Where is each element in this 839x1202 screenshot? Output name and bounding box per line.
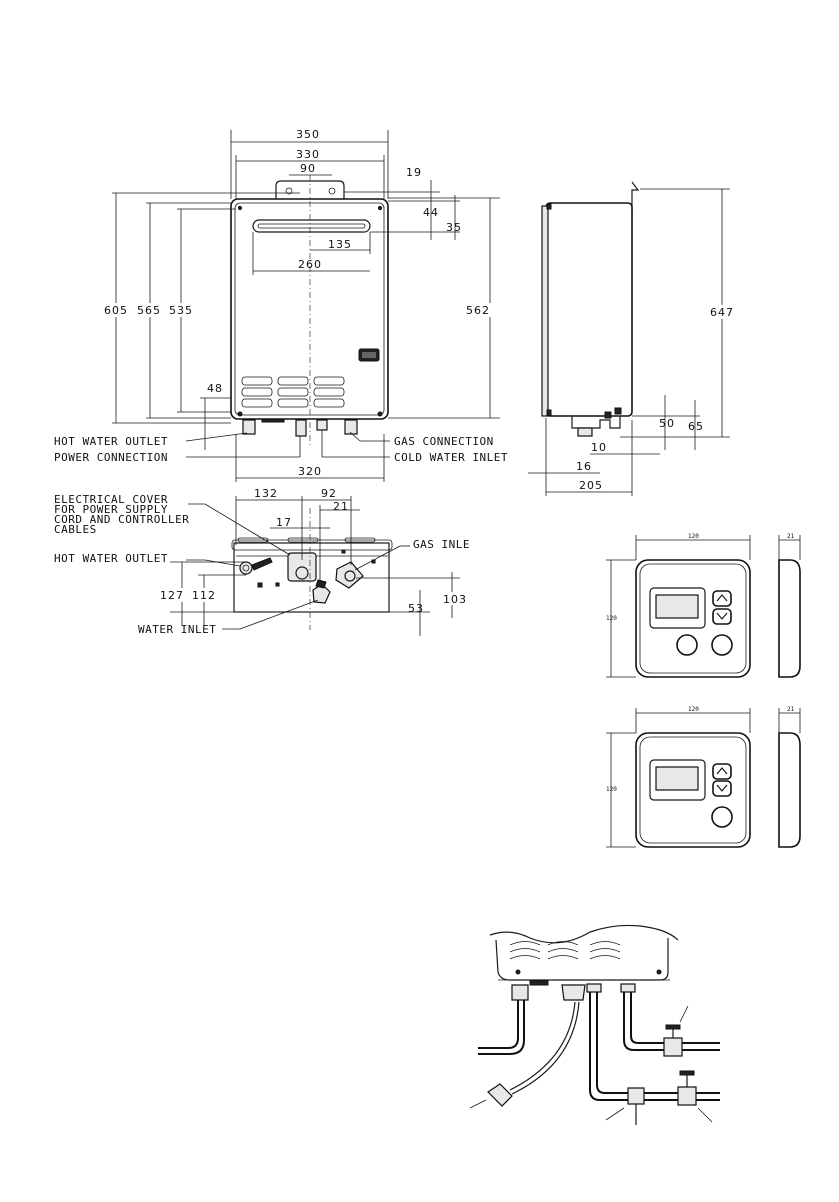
gas-inlet-fitting xyxy=(336,562,363,588)
dim-17: 17 xyxy=(276,516,292,529)
dim-535: 535 xyxy=(169,304,193,317)
dim-647: 647 xyxy=(710,306,734,319)
label-electrical-cover-line4: CABLES xyxy=(54,523,97,536)
controller-2-round-button[interactable] xyxy=(712,807,732,827)
dim-260: 260 xyxy=(298,258,322,271)
controller-1-display xyxy=(656,595,698,618)
heater-body-side xyxy=(546,203,632,416)
dim-350: 350 xyxy=(296,128,320,141)
controller-1-round-button-left[interactable] xyxy=(677,635,697,655)
controller-2-depth: 21 xyxy=(787,706,795,713)
controller-1-round-button-right[interactable] xyxy=(712,635,732,655)
hot-water-outlet-fitting xyxy=(243,420,255,434)
dim-48: 48 xyxy=(207,382,223,395)
dim-10: 10 xyxy=(591,441,607,454)
controller-2: 120 120 21 xyxy=(606,706,800,847)
dim-16: 16 xyxy=(576,460,592,473)
controller-1: 120 120 21 xyxy=(606,533,800,677)
controller-1-depth: 21 xyxy=(787,533,795,540)
dim-35: 35 xyxy=(446,221,462,234)
controller-2-width: 120 xyxy=(688,706,699,713)
dim-90: 90 xyxy=(300,162,316,175)
dim-65: 65 xyxy=(688,420,704,433)
label-power-connection: POWER CONNECTION xyxy=(54,451,168,464)
controller-1-height: 120 xyxy=(606,615,617,622)
dim-50: 50 xyxy=(659,417,675,430)
dim-565: 565 xyxy=(137,304,161,317)
dim-205: 205 xyxy=(579,479,603,492)
controller-2-down-button[interactable] xyxy=(713,781,731,796)
dim-44: 44 xyxy=(423,206,439,219)
dim-127: 127 xyxy=(160,589,184,602)
controller-1-down-button[interactable] xyxy=(713,609,731,624)
controller-2-side xyxy=(779,733,800,847)
controller-1-side xyxy=(779,560,800,677)
dim-562: 562 xyxy=(466,304,490,317)
hot-water-outlet-fitting-bottom xyxy=(240,562,252,574)
dim-19: 19 xyxy=(406,166,422,179)
label-hot-water-outlet: HOT WATER OUTLET xyxy=(54,435,168,448)
label-cold-water-inlet: COLD WATER INLET xyxy=(394,451,508,464)
label-gas-connection: GAS CONNECTION xyxy=(394,435,494,448)
label-water-inlet: WATER INLET xyxy=(138,623,216,636)
power-connection-fitting xyxy=(296,420,306,436)
dim-330: 330 xyxy=(296,148,320,161)
controller-2-height: 120 xyxy=(606,786,617,793)
dim-21: 21 xyxy=(333,500,349,513)
bottom-view: 132 92 21 17 127 112 103 53 ELECTRICAL xyxy=(54,487,470,636)
dim-53: 53 xyxy=(408,602,424,615)
dim-103: 103 xyxy=(443,593,467,606)
controller-1-width: 120 xyxy=(688,533,699,540)
installation-sketch xyxy=(470,925,720,1125)
controller-2-up-button[interactable] xyxy=(713,764,731,779)
cold-water-inlet-fitting xyxy=(345,420,357,434)
dim-135: 135 xyxy=(328,238,352,251)
dim-605: 605 xyxy=(104,304,128,317)
dim-92: 92 xyxy=(321,487,337,500)
dim-112: 112 xyxy=(192,589,216,602)
controller-2-display xyxy=(656,767,698,790)
front-view: 350 330 90 19 44 35 135 260 605 xyxy=(54,128,508,482)
dim-320: 320 xyxy=(298,465,322,478)
side-view: 647 50 65 10 16 205 xyxy=(528,182,738,496)
controller-1-up-button[interactable] xyxy=(713,591,731,606)
dim-132: 132 xyxy=(254,487,278,500)
label-gas-inlet: GAS INLE xyxy=(413,538,470,551)
label-hot-water-outlet-bottom: HOT WATER OUTLET xyxy=(54,552,168,565)
